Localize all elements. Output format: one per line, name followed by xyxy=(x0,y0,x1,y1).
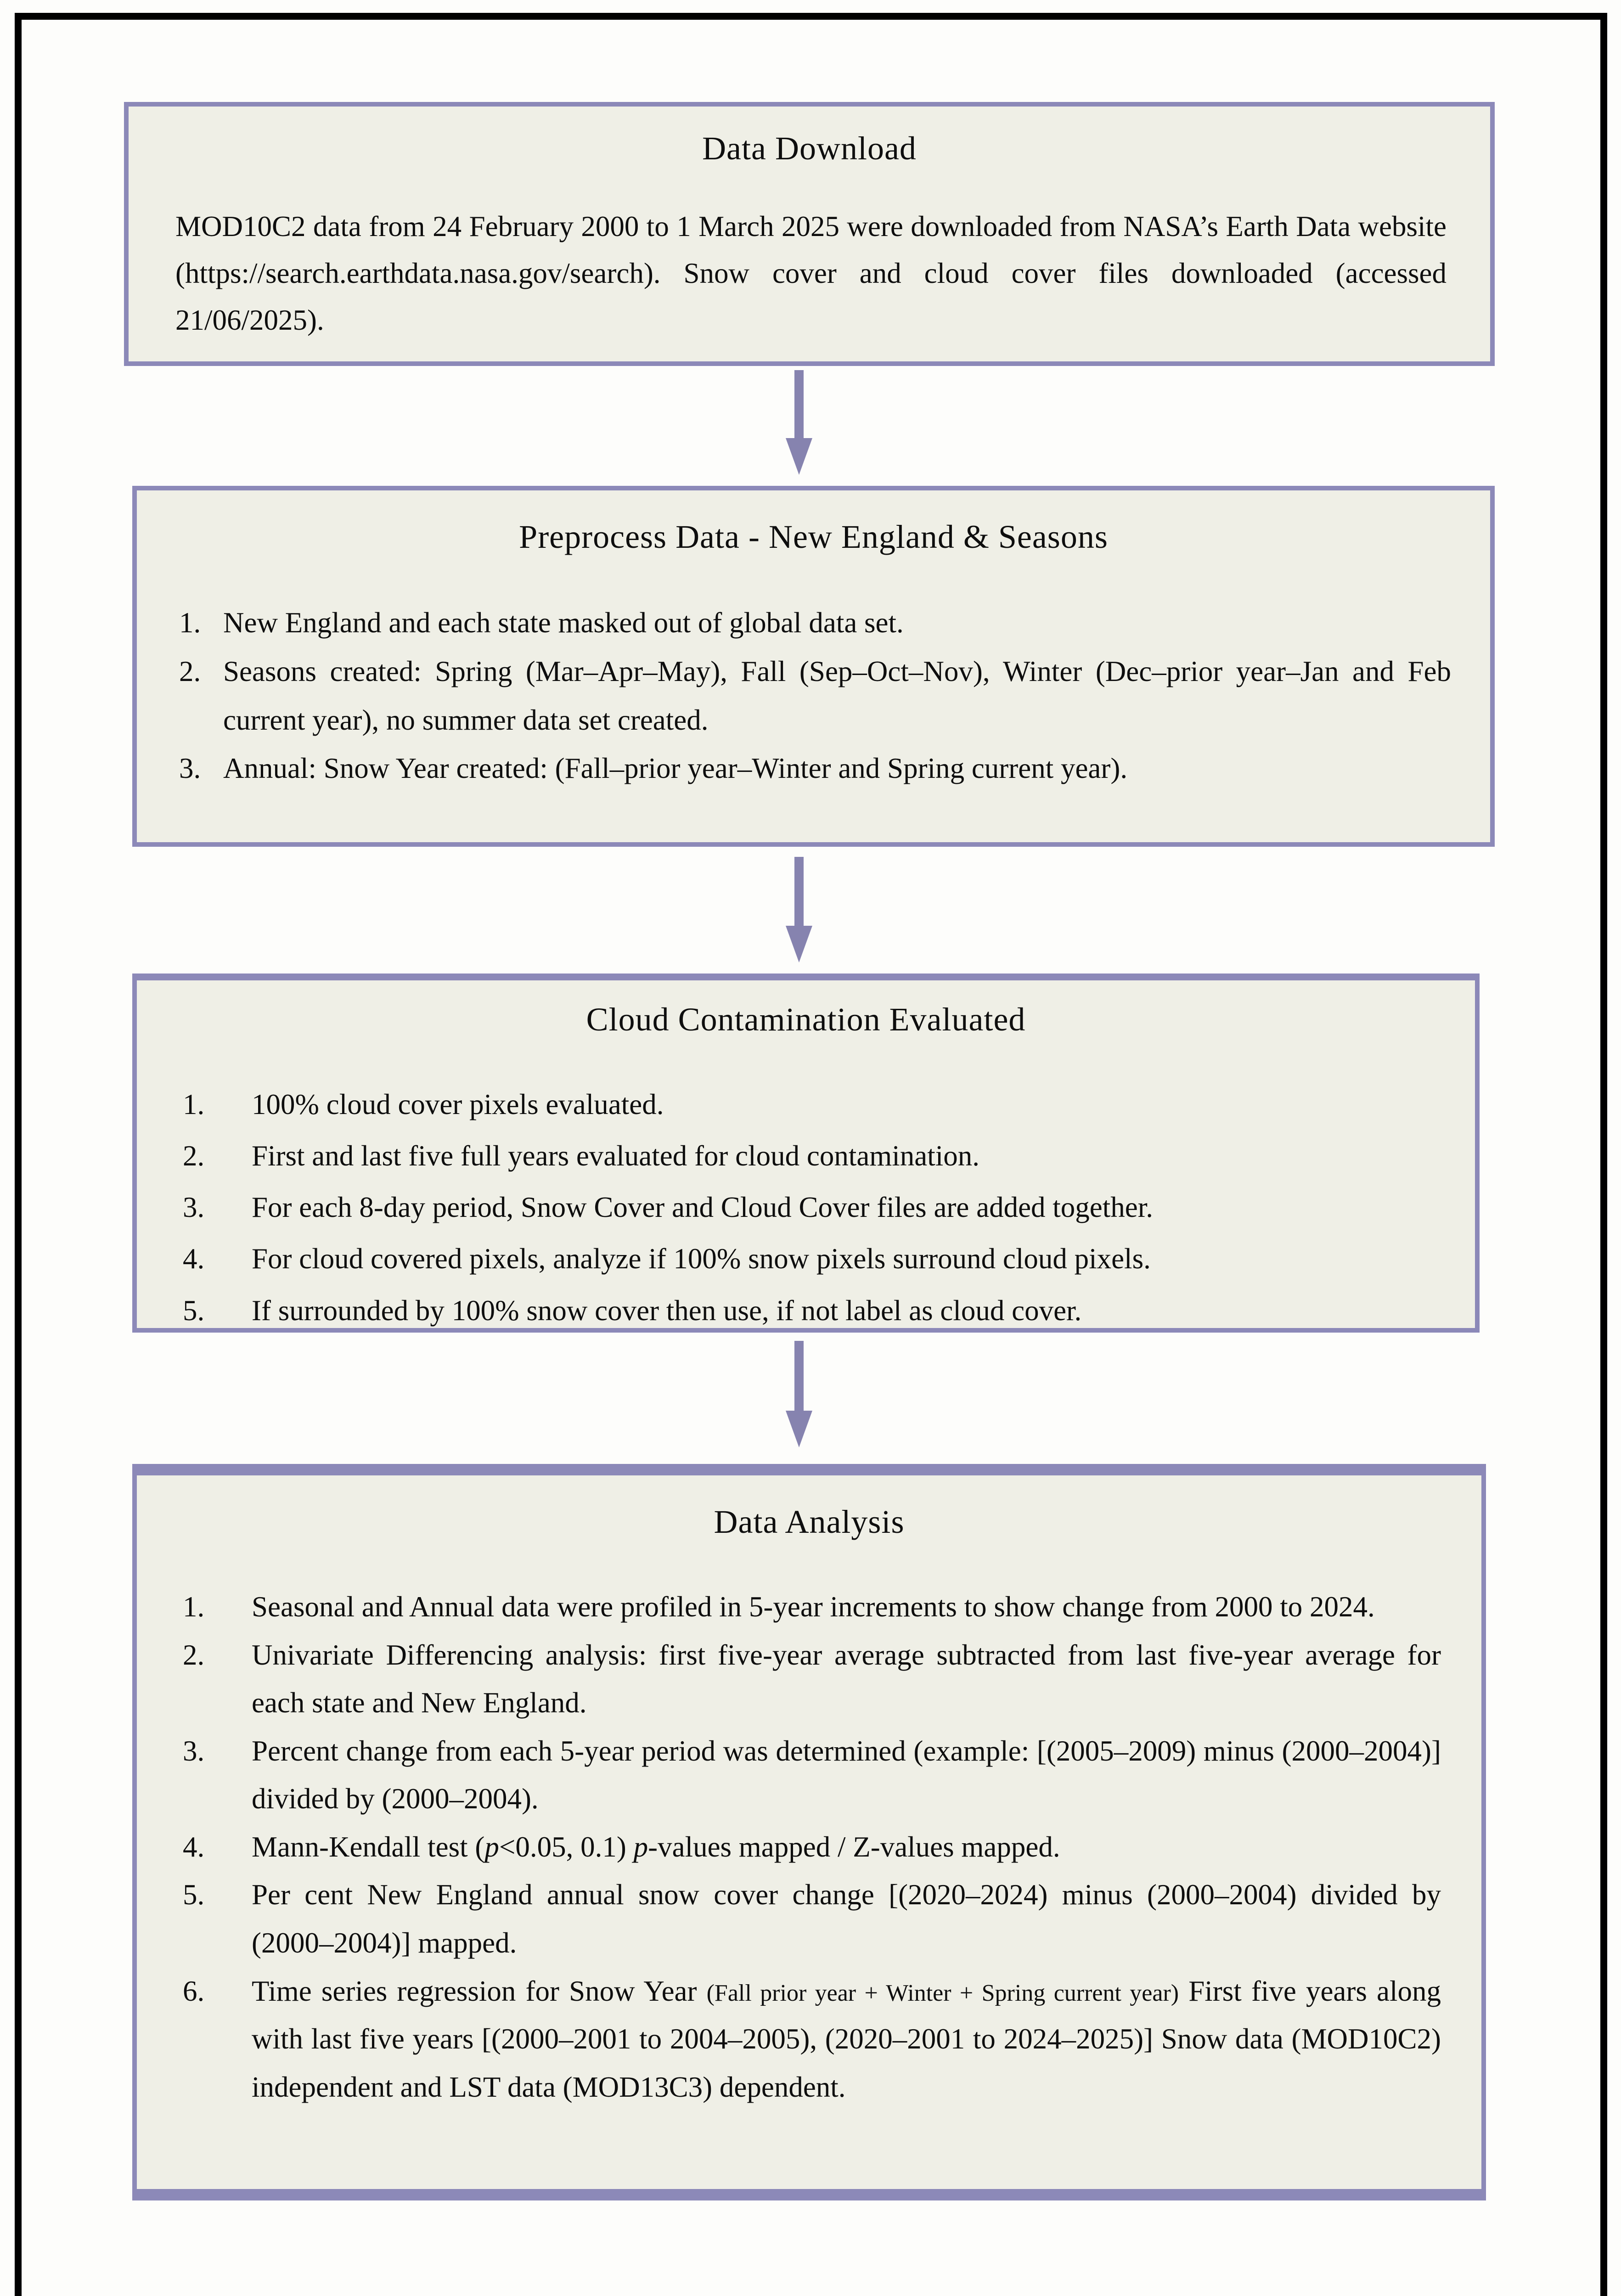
list-item: 5. If surrounded by 100% snow cover then… xyxy=(183,1285,1443,1336)
list-item: 6. Time series regression for Snow Year … xyxy=(183,1967,1441,2111)
numbered-list: 1. 100% cloud cover pixels evaluated. 2.… xyxy=(183,1079,1443,1336)
flow-step-data-download: Data Download MOD10C2 data from 24 Febru… xyxy=(124,102,1495,366)
item-text: Annual: Snow Year created: (Fall–prior y… xyxy=(223,752,1128,785)
list-item: 1. New England and each state masked out… xyxy=(179,599,1451,647)
item-number: 1. xyxy=(183,1088,205,1120)
down-arrow-icon xyxy=(786,370,812,475)
item-number: 4. xyxy=(183,1830,205,1863)
list-item: 2. First and last five full years evalua… xyxy=(183,1130,1443,1182)
list-item: 3. For each 8-day period, Snow Cover and… xyxy=(183,1182,1443,1233)
item-number: 3. xyxy=(179,752,201,785)
numbered-list: 1. Seasonal and Annual data were profile… xyxy=(183,1583,1441,2111)
item-text: If surrounded by 100% snow cover then us… xyxy=(252,1294,1082,1327)
item-text: New England and each state masked out of… xyxy=(223,607,904,639)
arrow-stem xyxy=(794,857,804,926)
list-item: 2. Seasons created: Spring (Mar–Apr–May)… xyxy=(179,647,1451,745)
arrow-stem xyxy=(794,1341,804,1411)
item-number: 1. xyxy=(179,607,201,639)
down-arrow-icon xyxy=(786,1341,812,1447)
item-text: For each 8-day period, Snow Cover and Cl… xyxy=(252,1191,1153,1224)
step-title: Data Download xyxy=(702,130,917,167)
step-title: Data Analysis xyxy=(714,1503,905,1540)
step-title: Preprocess Data - New England & Seasons xyxy=(519,518,1108,555)
list-item: 4. For cloud covered pixels, analyze if … xyxy=(183,1233,1443,1284)
list-item: 1. Seasonal and Annual data were profile… xyxy=(183,1583,1441,1631)
list-item: 3. Annual: Snow Year created: (Fall–prio… xyxy=(179,744,1451,793)
step-title: Cloud Contamination Evaluated xyxy=(586,1001,1026,1038)
flow-step-data-analysis: Data Analysis 1. Seasonal and Annual dat… xyxy=(132,1464,1486,2200)
arrow-head xyxy=(786,1411,812,1447)
list-item: 3. Percent change from each 5-year perio… xyxy=(183,1727,1441,1823)
arrow-head xyxy=(786,438,812,475)
flow-step-preprocess: Preprocess Data - New England & Seasons … xyxy=(132,486,1495,847)
item-number: 3. xyxy=(183,1734,205,1767)
item-text: Mann-Kendall test (p<0.05, 0.1) p-values… xyxy=(252,1830,1060,1863)
item-text: For cloud covered pixels, analyze if 100… xyxy=(252,1243,1151,1275)
item-number: 2. xyxy=(183,1140,205,1172)
step-paragraph: MOD10C2 data from 24 February 2000 to 1 … xyxy=(175,210,1447,337)
item-text: Univariate Differencing analysis: first … xyxy=(252,1638,1441,1719)
item-text: Per cent New England annual snow cover c… xyxy=(252,1879,1441,1959)
item-text: Percent change from each 5-year period w… xyxy=(252,1734,1441,1815)
item-number: 4. xyxy=(183,1243,205,1275)
list-item: 5. Per cent New England annual snow cove… xyxy=(183,1871,1441,1967)
item-number: 5. xyxy=(183,1294,205,1327)
list-item: 1. 100% cloud cover pixels evaluated. xyxy=(183,1079,1443,1130)
flow-step-cloud-contamination: Cloud Contamination Evaluated 1. 100% cl… xyxy=(132,974,1480,1333)
item-text: 100% cloud cover pixels evaluated. xyxy=(252,1088,664,1120)
item-number: 3. xyxy=(183,1191,205,1224)
item-number: 5. xyxy=(183,1879,205,1911)
arrow-stem xyxy=(794,370,804,438)
list-item: 4. Mann-Kendall test (p<0.05, 0.1) p-val… xyxy=(183,1823,1441,1871)
item-text: First and last five full years evaluated… xyxy=(252,1140,980,1172)
item-number: 6. xyxy=(183,1975,205,2007)
numbered-list: 1. New England and each state masked out… xyxy=(179,599,1451,793)
item-text: Seasonal and Annual data were profiled i… xyxy=(252,1591,1375,1623)
item-text: Seasons created: Spring (Mar–Apr–May), F… xyxy=(223,655,1451,736)
item-number: 2. xyxy=(183,1638,205,1671)
list-item: 2. Univariate Differencing analysis: fir… xyxy=(183,1631,1441,1727)
down-arrow-icon xyxy=(786,857,812,962)
item-number: 2. xyxy=(179,655,201,687)
arrow-head xyxy=(786,926,812,962)
item-text: Time series regression for Snow Year (Fa… xyxy=(252,1975,1441,2103)
item-number: 1. xyxy=(183,1591,205,1623)
